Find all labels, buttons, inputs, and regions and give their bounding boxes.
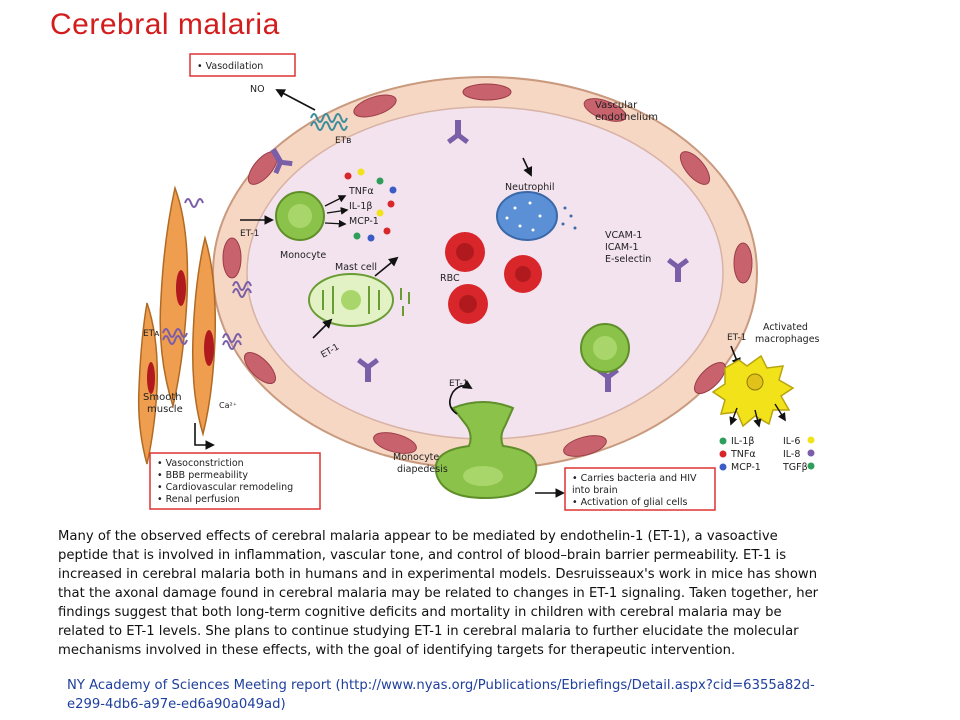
smooth-muscle-effects-list: • Vasoconstriction • BBB permeability • … [157,458,296,505]
etb-label: ETʙ [335,136,351,146]
source-citation: NY Academy of Sciences Meeting report (h… [67,676,907,714]
macrophage-cytokines-right: IL-6 IL-8 TGFβ [782,436,808,473]
no-label: NO [250,84,265,95]
neutrophil-arrow [522,157,533,177]
monocyte-cytokines: TNFα IL-1β MCP-1 [348,186,379,227]
mast-cell-granules [322,286,410,316]
endothelial-nuclei [222,83,753,457]
adhesion-receptors [270,120,689,392]
smooth-muscle-label: Smooth muscle [143,392,185,415]
description-paragraph: Many of the observed effects of cerebral… [58,527,928,660]
neutrophil-granules [505,201,542,232]
red-blood-cells [445,232,542,324]
diapedesis-nucleus [463,466,503,486]
smooth-muscle-effects-box [149,452,321,510]
et1-to-mast-arrow [312,318,333,339]
eta-receptor-icons [162,198,252,350]
macrophage-cytokine-arrows [729,403,786,428]
activated-macrophage-cell [711,354,795,428]
source-trail: ) [280,697,286,712]
macrophage-nucleus [746,373,764,391]
activated-macrophages-label: Activated macrophages [755,322,820,345]
diapedesis-effects-box [564,467,716,511]
monocyte-nucleus [288,204,312,228]
diapedesis-monocyte [434,401,538,500]
smooth-muscle-nuclei [147,270,214,394]
description-line: that the axonal damage found in cerebral… [58,586,819,601]
cerebral-malaria-diagram: • Vasodilation NO ETʙ Vascular endotheli… [137,53,820,511]
cytokine-dots [344,168,397,242]
vasodilation-box [189,53,296,77]
adhesion-molecules-label: VCAM-1 ICAM-1 E-selectin [605,230,651,265]
monocyte-diapedesis-label: Monocyte diapedesis [393,452,448,475]
vascular-endothelium-label: Vascular endothelium [595,100,658,123]
no-arrow [275,89,316,111]
adherent-monocyte-nucleus [593,336,617,360]
neutrophil-label: Neutrophil [505,182,555,193]
monocyte-cytokine-arrows [324,195,349,228]
macrophage-cytokines-left: IL-1β TNFα MCP-1 [730,436,761,473]
neutrophil-cell [496,191,558,241]
description-line: mechanisms involved in these effects, wi… [58,643,736,658]
description-line: increased in cerebral malaria both in hu… [58,567,818,582]
et1-right-label: ET-1 [727,333,746,343]
mast-cell-label: Mast cell [335,262,377,273]
vasodilation-label: • Vasodilation [197,61,263,72]
source-link[interactable]: http://www.nyas.org/Publications/Ebriefi… [340,678,815,693]
eta-label: ETᴀ [143,329,160,339]
smooth-muscle-cells [137,185,217,465]
slide-title: Cerebral malaria [50,8,280,41]
et1-left-label: ET-1 [240,229,259,239]
diapedesis-effects-list: • Carries bacteria and HIV into brain • … [572,473,700,508]
neutrophil-released-dots [561,206,577,230]
description-line: findings suggest that both long-term cog… [58,605,782,620]
etb-receptor-icon [310,113,348,131]
et1-bottom-label: ET-1 [449,379,468,389]
calcium-label: Ca²⁺ [219,401,237,410]
smooth-muscle-effect-arrow [194,423,215,450]
mast-cell-nucleus [341,290,361,310]
description-line: Many of the observed effects of cerebral… [58,529,778,544]
vessel-lumen [246,106,724,440]
mast-release-arrow [374,256,399,277]
description-line: related to ET-1 levels. She plans to con… [58,624,799,639]
macrophage-cytokine-dots [719,436,815,471]
source-link-cont[interactable]: e299-4db6-a97e-ed6a90a049ad [67,697,281,712]
rbc-label: RBC [440,273,460,284]
monocyte-label: Monocyte [280,250,326,261]
source-lead: NY Academy of Sciences Meeting report ( [67,678,341,693]
description-line: peptide that is involved in inflammation… [58,548,787,563]
et1-bottom-loop-arrow [449,379,473,415]
